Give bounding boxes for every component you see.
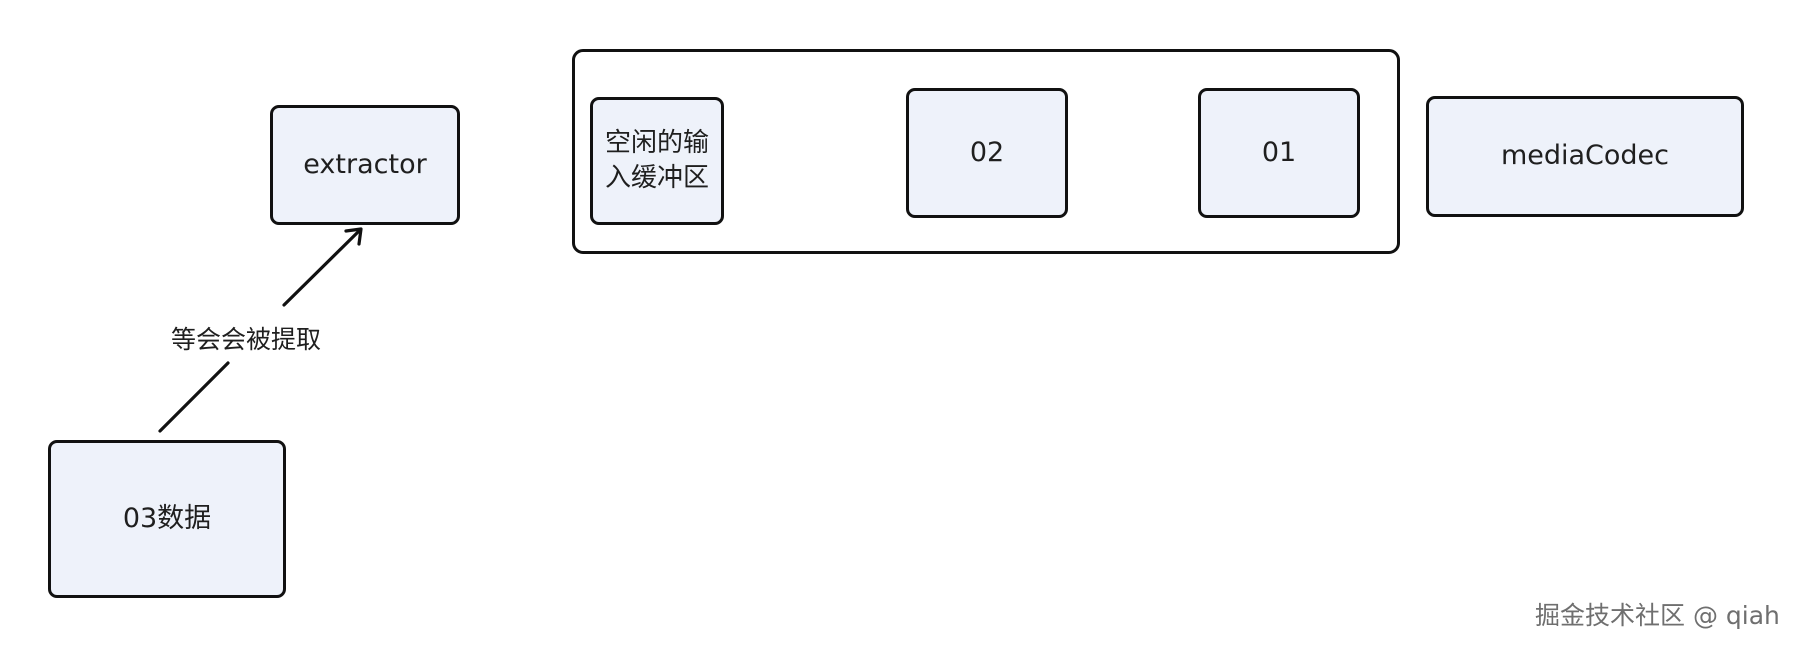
data-03-node: 03数据: [48, 440, 286, 598]
data-03-label: 03数据: [122, 502, 212, 534]
buffer-02-node: 02: [906, 88, 1068, 218]
buffer-01-node: 01: [1198, 88, 1360, 218]
buffer-02-label: 02: [969, 136, 1005, 168]
edge-label-wait-extract: 等会会被提取: [167, 320, 326, 356]
media-codec-label: mediaCodec: [1500, 140, 1670, 172]
free-input-buffer-node: 空闲的输入缓冲区: [590, 97, 724, 225]
arrowhead: [344, 227, 363, 246]
watermark: 掘金技术社区 @ qiah: [1535, 601, 1780, 630]
buffer-01-label: 01: [1261, 136, 1297, 168]
extractor-node: extractor: [270, 105, 460, 225]
extractor-label: extractor: [303, 148, 427, 180]
data-to-extractor-arrow-upper: [282, 229, 361, 307]
data-to-extractor-arrow-lower: [158, 361, 230, 433]
free-input-buffer-label: 空闲的输入缓冲区: [604, 127, 709, 193]
media-codec-node: mediaCodec: [1426, 96, 1744, 217]
